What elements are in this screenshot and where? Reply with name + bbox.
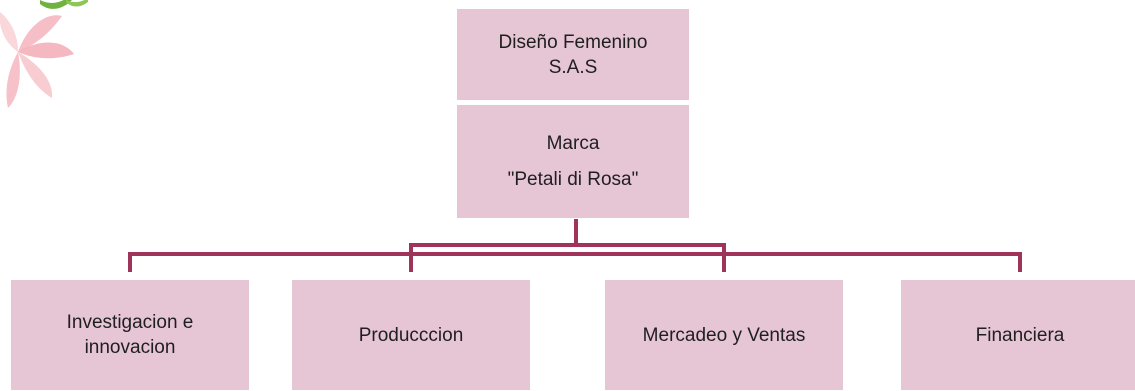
node-marketing: Mercadeo y Ventas bbox=[604, 279, 844, 391]
flower-logo-icon bbox=[0, 0, 88, 108]
node-finance-label: Financiera bbox=[975, 324, 1065, 346]
node-brand-line1: Marca bbox=[546, 132, 600, 154]
node-finance: Financiera bbox=[900, 279, 1135, 391]
node-research-line2: innovacion bbox=[84, 337, 176, 358]
node-brand-line2: "Petali di Rosa" bbox=[507, 168, 639, 190]
node-company-line1: Diseño Femenino bbox=[498, 31, 648, 53]
node-production: Producccion bbox=[291, 279, 531, 391]
node-production-label: Producccion bbox=[358, 324, 464, 346]
node-brand: Marca "Petali di Rosa" bbox=[456, 104, 690, 219]
node-research: Investigacion e innovacion bbox=[10, 279, 250, 391]
node-marketing-label: Mercadeo y Ventas bbox=[642, 324, 806, 346]
connector-horizontal-bar bbox=[128, 243, 1022, 272]
node-company: Diseño Femenino S.A.S bbox=[456, 8, 690, 101]
node-research-line1: Investigacion e bbox=[66, 312, 194, 333]
node-company-line2: S.A.S bbox=[548, 56, 598, 78]
